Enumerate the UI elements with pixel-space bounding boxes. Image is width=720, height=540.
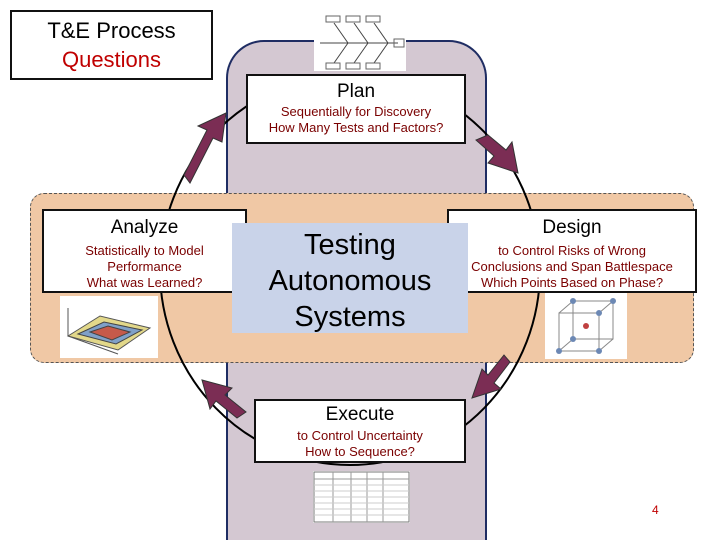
cube-design-thumbnail [545,293,627,359]
arrow-design-to-execute [471,354,511,399]
analyze-box: Analyze Statistically to Model Performan… [42,209,247,293]
center-line-1: Testing [304,229,396,261]
center-box: Testing Autonomous Systems [232,223,468,333]
arrow-analyze-to-plan [183,112,227,184]
arrow-plan-to-design [475,134,519,174]
page-number: 4 [652,503,659,517]
arrow-execute-to-analyze [201,379,247,419]
execute-line-1: to Control Uncertainty [297,428,423,443]
execute-heading: Execute [325,404,395,425]
response-surface-thumbnail [60,296,158,358]
design-heading: Design [542,217,602,238]
center-line-3: Systems [294,301,406,333]
design-line-3: Which Points Based on Phase? [480,275,664,290]
design-box: Design to Control Risks of Wrong Conclus… [447,209,697,293]
plan-heading: Plan [336,81,376,102]
run-table-thumbnail [313,471,410,523]
title-line-2: Questions [61,47,162,72]
center-line-2: Autonomous [268,265,432,297]
title-box: T&E Process Questions [10,10,213,80]
plan-box: Plan Sequentially for Discovery How Many… [246,74,466,144]
design-line-2: Conclusions and Span Battlespace [471,259,673,274]
title-line-1: T&E Process [47,18,176,43]
analyze-line-1: Statistically to Model [85,243,204,258]
analyze-line-2: Performance [107,259,182,274]
analyze-heading: Analyze [110,217,179,238]
analyze-line-3: What was Learned? [86,275,203,290]
fishbone-diagram-thumbnail [314,13,406,71]
design-line-1: to Control Risks of Wrong [498,243,646,258]
plan-line-2: How Many Tests and Factors? [268,120,444,135]
execute-line-2: How to Sequence? [305,444,415,459]
execute-box: Execute to Control Uncertainty How to Se… [254,399,466,463]
plan-line-1: Sequentially for Discovery [280,104,432,119]
